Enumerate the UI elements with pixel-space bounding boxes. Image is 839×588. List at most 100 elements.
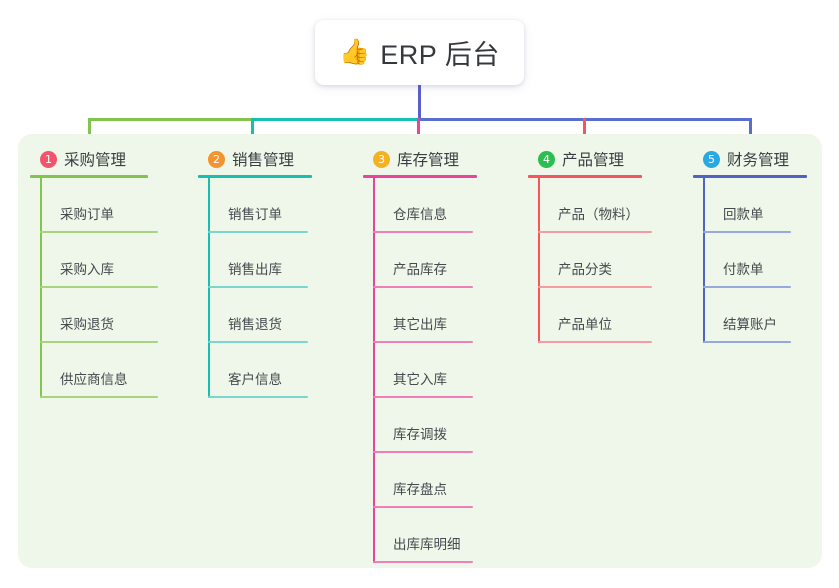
menu-item-underline [208, 285, 308, 288]
menu-item-label: 采购订单 [60, 206, 114, 222]
category-header-2[interactable]: 2 销售管理 [198, 148, 312, 170]
menu-item-underline [703, 285, 791, 288]
menu-item-underline [373, 285, 473, 288]
category-header-5[interactable]: 5 财务管理 [693, 148, 807, 170]
menu-item[interactable]: 供应商信息 [30, 343, 158, 398]
menu-item-underline [40, 340, 158, 343]
menu-item-underline [40, 285, 158, 288]
menu-item[interactable]: 采购订单 [30, 178, 158, 233]
menu-item-label: 销售退货 [228, 316, 282, 332]
menu-item[interactable]: 库存盘点 [363, 453, 477, 508]
menu-item-underline [703, 340, 791, 343]
menu-item-underline [208, 340, 308, 343]
menu-item-label: 仓库信息 [393, 206, 447, 222]
menu-item-underline [373, 560, 473, 563]
category-badge-2: 2 [208, 150, 225, 168]
category-items-1: 采购订单采购入库采购退货供应商信息 [30, 177, 158, 398]
category-underline-1 [30, 175, 148, 178]
menu-item[interactable]: 回款单 [693, 178, 807, 233]
category-title-3: 库存管理 [397, 152, 460, 169]
menu-item[interactable]: 付款单 [693, 233, 807, 288]
category-header-3[interactable]: 3 库存管理 [363, 148, 477, 170]
thumbs-up-icon: 👍 [339, 38, 371, 66]
categories-panel [18, 134, 822, 568]
menu-item-label: 产品分类 [558, 261, 612, 277]
menu-item-label: 回款单 [723, 206, 764, 222]
category-title-5: 财务管理 [727, 152, 790, 169]
menu-item[interactable]: 产品（物料） [528, 178, 652, 233]
menu-item-label: 产品单位 [558, 316, 612, 332]
category-underline-3 [363, 175, 477, 178]
menu-item-label: 库存盘点 [393, 481, 447, 497]
menu-item-label: 采购退货 [60, 316, 114, 332]
menu-item[interactable]: 客户信息 [198, 343, 312, 398]
category-column-3: 3 库存管理仓库信息产品库存其它出库其它入库库存调拨库存盘点出库库明细 [363, 148, 477, 563]
menu-item-underline [208, 395, 308, 398]
category-badge-4: 4 [538, 150, 555, 168]
category-badge-5: 5 [703, 150, 720, 168]
menu-item[interactable]: 销售退货 [198, 288, 312, 343]
menu-item[interactable]: 产品单位 [528, 288, 652, 343]
category-header-4[interactable]: 4 产品管理 [528, 148, 642, 170]
menu-item-underline [40, 395, 158, 398]
category-underline-5 [693, 175, 807, 178]
menu-item[interactable]: 出库库明细 [363, 508, 477, 563]
category-title-4: 产品管理 [562, 152, 625, 169]
menu-item-label: 产品库存 [393, 261, 447, 277]
menu-item-underline [703, 230, 791, 233]
category-underline-4 [528, 175, 642, 178]
category-title-1: 采购管理 [64, 152, 127, 169]
category-items-4: 产品（物料） 产品分类产品单位 [528, 177, 652, 343]
menu-item-label: 其它入库 [393, 371, 447, 387]
root-node-title: ERP 后台 [380, 40, 500, 70]
category-title-2: 销售管理 [232, 152, 295, 169]
category-column-4: 4 产品管理产品（物料） 产品分类产品单位 [528, 148, 652, 343]
menu-item[interactable]: 结算账户 [693, 288, 807, 343]
category-items-3: 仓库信息产品库存其它出库其它入库库存调拨库存盘点出库库明细 [363, 177, 477, 563]
menu-item-underline [538, 230, 652, 233]
menu-item-label: 库存调拨 [393, 426, 447, 442]
menu-item-label: 付款单 [723, 261, 764, 277]
menu-item-underline [373, 505, 473, 508]
category-column-2: 2 销售管理销售订单销售出库销售退货客户信息 [198, 148, 312, 398]
menu-item-label: 客户信息 [228, 371, 282, 387]
menu-item-label: 其它出库 [393, 316, 447, 332]
category-column-5: 5 财务管理回款单付款单结算账户 [693, 148, 807, 343]
menu-item-label: 结算账户 [723, 316, 777, 332]
category-items-2: 销售订单销售出库销售退货客户信息 [198, 177, 312, 398]
root-node-card[interactable]: 👍 ERP 后台 [315, 20, 524, 85]
menu-item[interactable]: 产品分类 [528, 233, 652, 288]
menu-item-underline [373, 450, 473, 453]
category-underline-2 [198, 175, 312, 178]
menu-item[interactable]: 采购入库 [30, 233, 158, 288]
menu-item-label: 出库库明细 [393, 536, 461, 552]
menu-item-label: 销售出库 [228, 261, 282, 277]
category-badge-3: 3 [373, 150, 390, 168]
menu-item-label: 采购入库 [60, 261, 114, 277]
menu-item[interactable]: 销售订单 [198, 178, 312, 233]
menu-item-underline [538, 285, 652, 288]
menu-item[interactable]: 仓库信息 [363, 178, 477, 233]
menu-item[interactable]: 产品库存 [363, 233, 477, 288]
menu-item-underline [373, 230, 473, 233]
category-spine-1 [40, 177, 42, 398]
menu-item[interactable]: 销售出库 [198, 233, 312, 288]
menu-item[interactable]: 其它入库 [363, 343, 477, 398]
category-items-5: 回款单付款单结算账户 [693, 177, 807, 343]
menu-item-label: 供应商信息 [60, 371, 128, 387]
menu-item-underline [538, 340, 652, 343]
menu-item-label: 销售订单 [228, 206, 282, 222]
menu-item-label: 产品（物料） [558, 206, 639, 222]
menu-item-underline [373, 340, 473, 343]
category-spine-5 [703, 177, 705, 343]
menu-item-underline [373, 395, 473, 398]
menu-item-underline [40, 230, 158, 233]
menu-item[interactable]: 其它出库 [363, 288, 477, 343]
category-spine-4 [538, 177, 540, 343]
category-spine-2 [208, 177, 210, 398]
menu-item[interactable]: 采购退货 [30, 288, 158, 343]
menu-item[interactable]: 库存调拨 [363, 398, 477, 453]
